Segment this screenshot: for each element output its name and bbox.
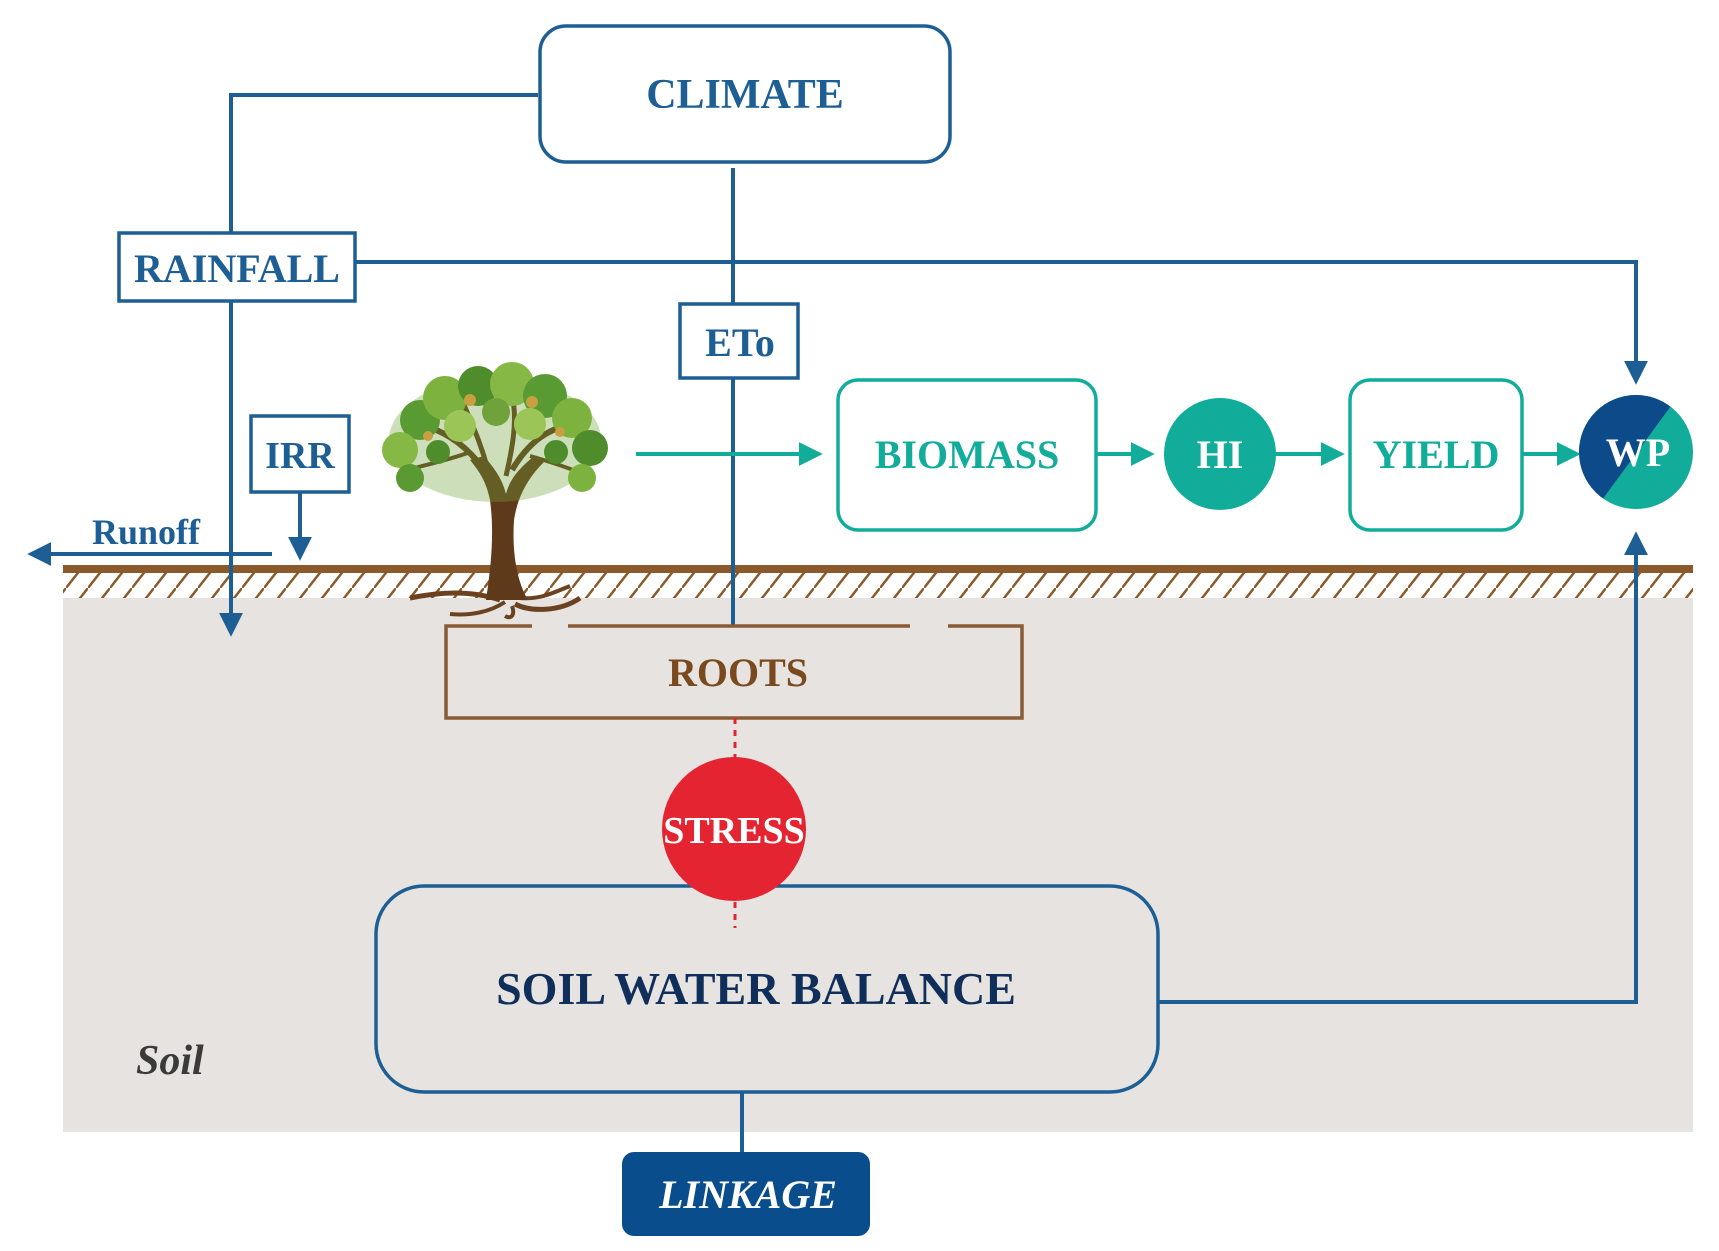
roots-label: ROOTS	[668, 650, 808, 695]
linkage-node: LINKAGE	[622, 1152, 870, 1236]
irr-node: IRR	[249, 414, 351, 494]
irr-label: IRR	[265, 435, 335, 477]
climate-rainfall-line	[229, 93, 538, 232]
biomass-node: BIOMASS	[836, 378, 1098, 532]
biomass-label: BIOMASS	[875, 432, 1060, 477]
hi-label: HI	[1197, 432, 1244, 477]
eto-node: ETo	[678, 302, 800, 380]
swb-wp-arrow	[1158, 531, 1648, 1004]
yield-label: YIELD	[1373, 432, 1500, 477]
rainfall-wp-arrow	[356, 260, 1648, 385]
wp-node: WP	[1579, 395, 1693, 509]
rainfall-label: RAINFALL	[134, 246, 340, 291]
tree-icon	[382, 362, 608, 620]
hi-node: HI	[1164, 398, 1276, 510]
linkage-label: LINKAGE	[658, 1172, 837, 1217]
yield-node: YIELD	[1348, 378, 1524, 532]
stress-node: STRESS	[662, 757, 806, 901]
runoff-label: Runoff	[92, 512, 201, 552]
soil-water-balance-node: SOIL WATER BALANCE	[374, 884, 1160, 1094]
soil-water-balance-label: SOIL WATER BALANCE	[496, 963, 1016, 1014]
stress-label: STRESS	[663, 810, 805, 852]
rainfall-node: RAINFALL	[117, 231, 357, 303]
wp-label: WP	[1606, 430, 1670, 475]
ground-hatch	[63, 570, 1693, 598]
roots-node: ROOTS	[444, 624, 1024, 720]
climate-label: CLIMATE	[646, 72, 844, 118]
tree-foliage	[382, 362, 608, 502]
soil-label: Soil	[136, 1038, 204, 1084]
climate-node: CLIMATE	[538, 24, 952, 164]
eto-label: ETo	[705, 320, 775, 365]
